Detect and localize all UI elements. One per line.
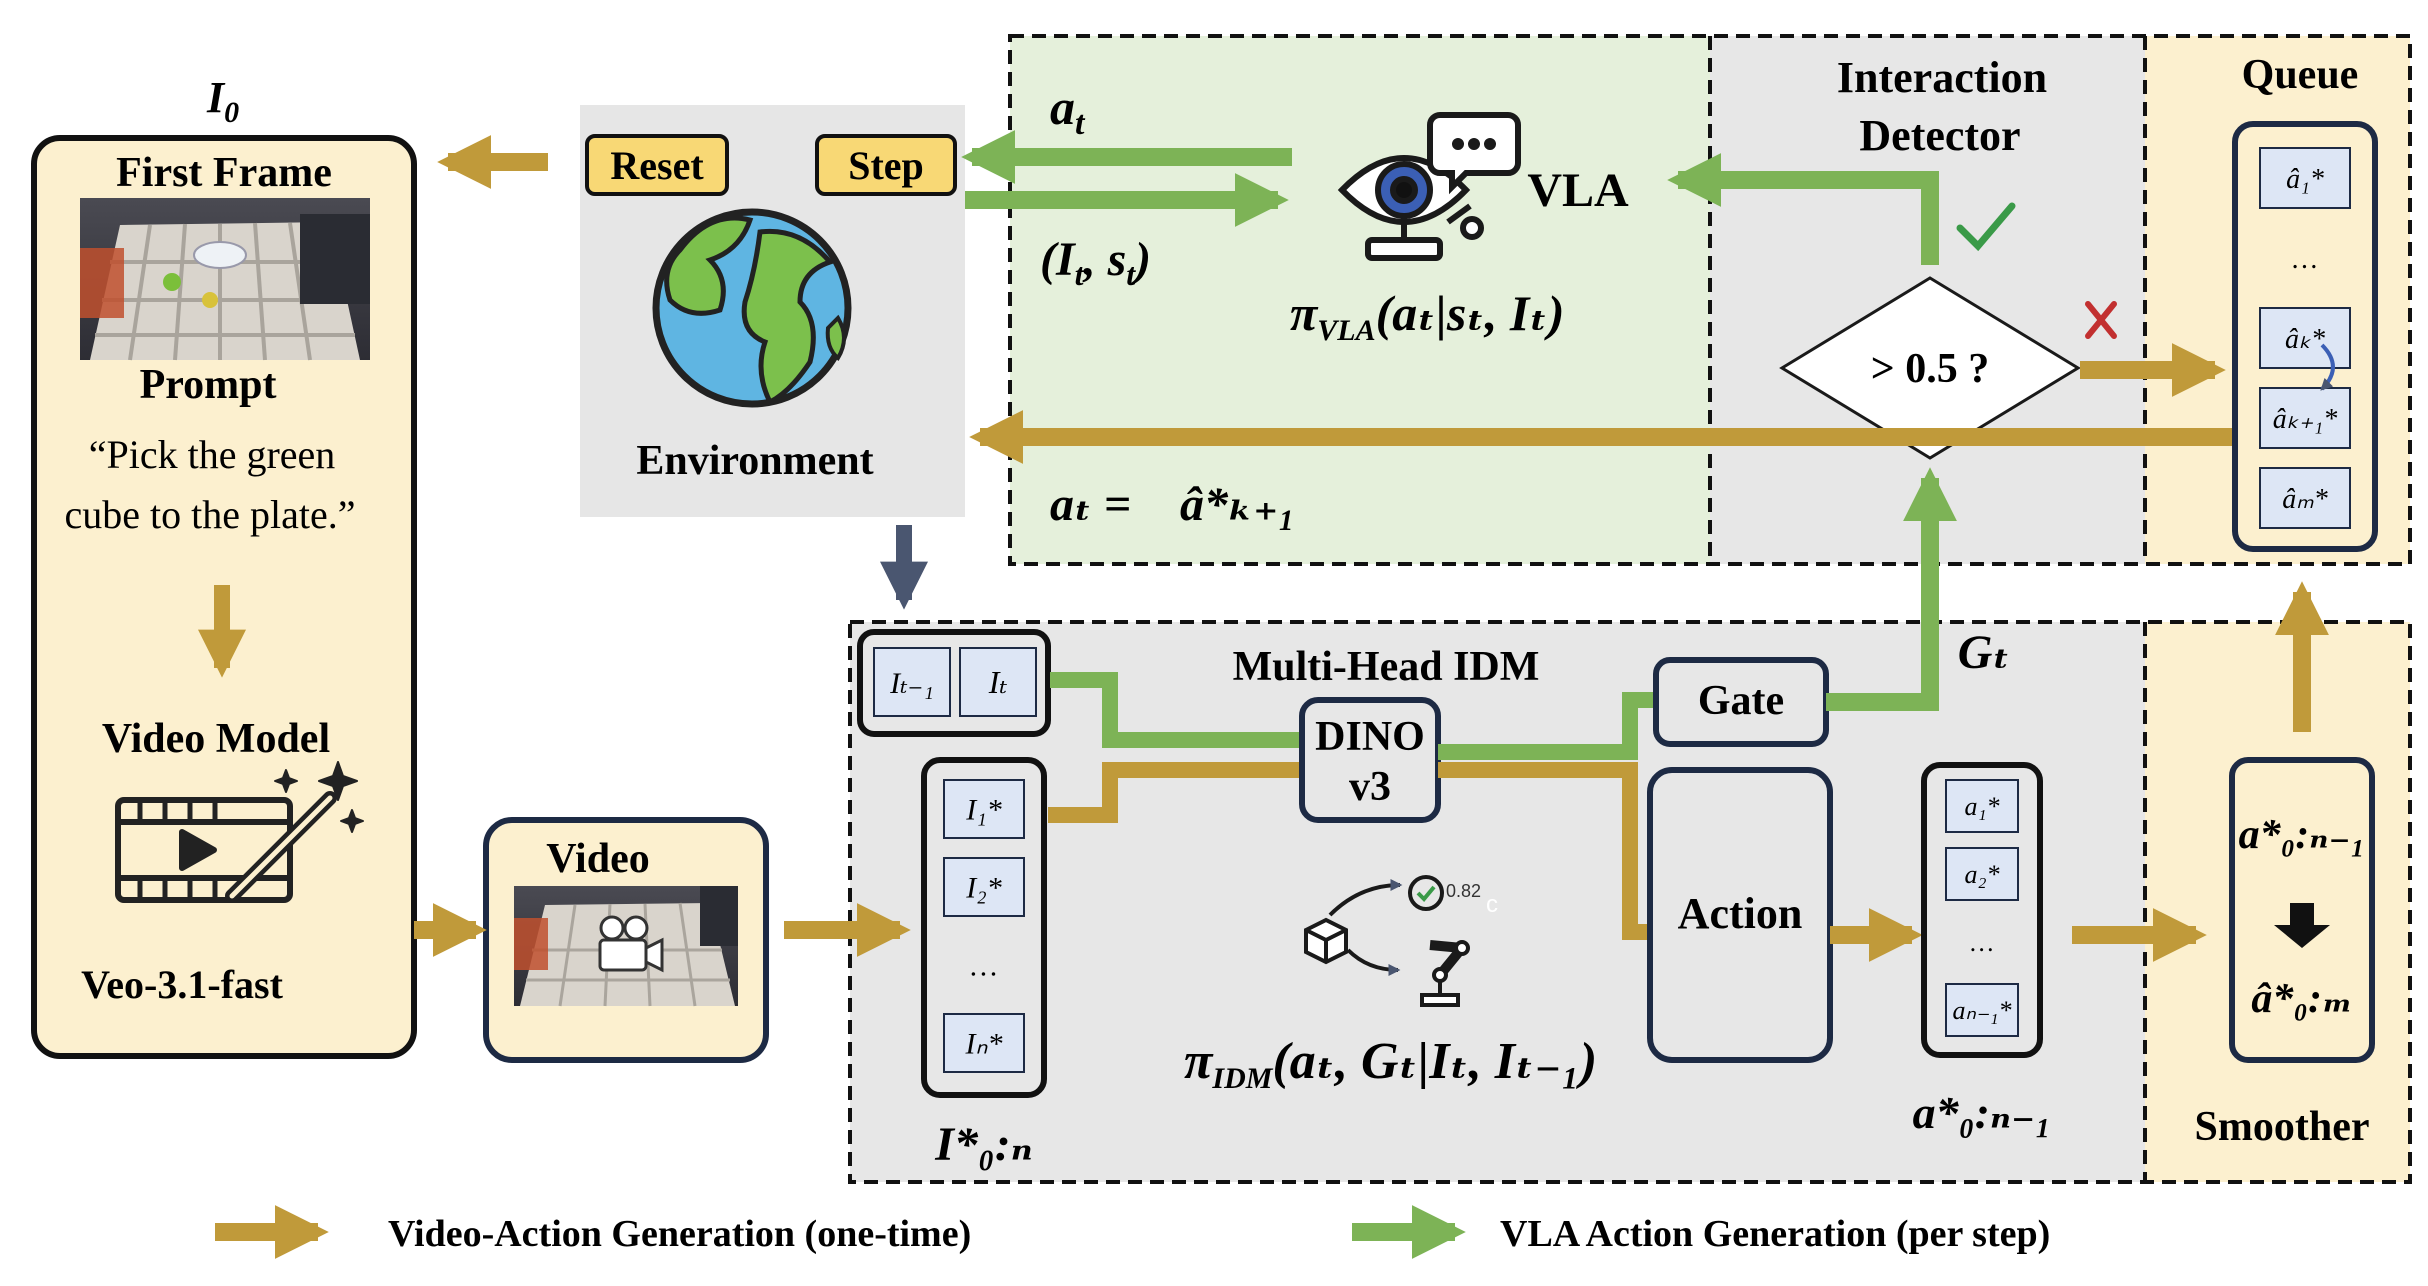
queue-items: â₁* … âₖ* âₖ₊₁* âₘ* bbox=[2259, 147, 2351, 529]
vla-region bbox=[1010, 36, 1710, 564]
smoother-input: a*₀:ₙ₋₁ bbox=[2239, 812, 2366, 858]
queue-item-cell bbox=[2259, 387, 2351, 449]
legend-green-label: VLA Action Generation (per step) bbox=[1500, 1213, 2050, 1255]
score-label: 0.82 bbox=[1446, 881, 1481, 901]
dino-to-action-arrow bbox=[1438, 762, 1650, 940]
i0-label: I0 bbox=[206, 73, 239, 129]
action-item-label: a₁* bbox=[1964, 792, 1999, 821]
queue-item-cell bbox=[2259, 307, 2351, 369]
first-frame-title: First Frame bbox=[116, 150, 332, 196]
smoother-output: â*₀:ₘ bbox=[2251, 976, 2352, 1022]
frame-item-cell bbox=[943, 857, 1025, 917]
vla-eye-robot-icon bbox=[1337, 112, 1521, 261]
queue-item-label: … bbox=[2293, 244, 2318, 275]
vla-label: VLA bbox=[1527, 164, 1629, 217]
robot-arm-icon bbox=[1304, 875, 1470, 1007]
interaction-title-1: Interaction bbox=[1837, 53, 2047, 102]
frame-cur-label: Iₜ bbox=[988, 664, 1008, 700]
at-label: at bbox=[1050, 79, 1086, 142]
smoother-title: Smoother bbox=[2195, 1104, 2370, 1150]
reset-button bbox=[585, 134, 729, 196]
smoother-down-arrow bbox=[2274, 903, 2330, 948]
action-item-label: aₙ₋₁* bbox=[1952, 996, 2011, 1025]
step-label: Step bbox=[848, 143, 924, 188]
frame-item-label: Iₙ* bbox=[965, 1028, 1003, 1061]
actions-label: a*₀:ₙ₋₁ bbox=[1913, 1087, 2052, 1138]
threshold-label: > 0.5 ? bbox=[1871, 346, 1989, 392]
gt-label: Gₜ bbox=[1958, 626, 2010, 679]
gate-label: Gate bbox=[1698, 678, 1784, 724]
frame-item-label: I₂* bbox=[965, 872, 1001, 905]
action-item-cell bbox=[1945, 847, 2019, 901]
pi-vla-formula: πVLA(aₜ|sₜ, Iₜ) bbox=[1290, 285, 1564, 347]
idm-title: Multi-Head IDM bbox=[1233, 644, 1540, 690]
action-item-cell bbox=[1945, 779, 2019, 833]
queue-item-label: âₖ* bbox=[2285, 324, 2325, 355]
frames-to-dino-gold bbox=[1048, 762, 1302, 823]
video-camera-icon bbox=[598, 915, 664, 973]
action-item-label: … bbox=[1970, 928, 1993, 957]
at-eq-label: aₜ = bbox=[1050, 478, 1131, 531]
generated-frame-items: I₁* I₂* … Iₙ* bbox=[943, 779, 1025, 1073]
reset-label: Reset bbox=[610, 143, 704, 188]
frame-item-label: … bbox=[971, 950, 998, 983]
frame-prev-label: Iₜ₋₁ bbox=[889, 667, 934, 700]
detector-to-vla-arrow bbox=[1667, 153, 1939, 265]
dino-to-gate-arrow bbox=[1438, 692, 1660, 760]
cross-icon bbox=[2085, 301, 2117, 339]
action-label: Action bbox=[1678, 889, 1803, 938]
veo-label: Veo-3.1-fast bbox=[81, 962, 283, 1007]
generated-frames-box bbox=[921, 757, 1047, 1098]
interaction-title-2: Detector bbox=[1859, 111, 2020, 160]
frame-item-cell bbox=[943, 779, 1025, 839]
action-outputs-box bbox=[1921, 762, 2043, 1058]
video-label: Video bbox=[546, 836, 649, 882]
score-c-label: c bbox=[1486, 891, 1498, 918]
step-button bbox=[815, 134, 957, 196]
dino-label-1: DINO bbox=[1315, 714, 1425, 760]
action-head-box bbox=[1647, 767, 1833, 1063]
queue-item-cell bbox=[2259, 147, 2351, 209]
queue-item-label: âₘ* bbox=[2282, 484, 2327, 515]
queue-item-label: âₖ₊₁* bbox=[2273, 404, 2337, 435]
bottom-dashed-frame bbox=[848, 620, 2412, 1184]
frames-to-dino-green bbox=[1050, 672, 1302, 748]
prompt-line-1: “Pick the green bbox=[89, 432, 336, 477]
dino-label-2: v3 bbox=[1349, 764, 1391, 810]
action-output-items: a₁* a₂* … aₙ₋₁* bbox=[1945, 779, 2019, 1037]
queue-pointer-arrow bbox=[2320, 343, 2335, 391]
frame-prev-cell bbox=[873, 647, 951, 717]
obs-label: (It, st) bbox=[1040, 233, 1151, 292]
prompt-line-2: cube to the plate.” bbox=[65, 492, 356, 537]
pi-idm-formula: πIDM(aₜ, Gₜ|Iₜ, Iₜ₋₁) bbox=[1184, 1033, 1597, 1095]
top-dashed-frame bbox=[1008, 34, 2412, 566]
gate-to-detector-arrow bbox=[1826, 467, 1957, 711]
environment-label: Environment bbox=[636, 438, 873, 484]
prompt-title: Prompt bbox=[140, 362, 277, 408]
earth-globe-icon bbox=[652, 208, 852, 408]
frames-label: I*₀:ₙ bbox=[934, 1118, 1032, 1171]
frame-cur-cell bbox=[959, 647, 1037, 717]
at-eq-rhs: â*ₖ₊₁ bbox=[1180, 478, 1295, 531]
checkmark-icon bbox=[1956, 202, 2016, 252]
legend-gold-label: Video-Action Generation (one-time) bbox=[388, 1213, 971, 1255]
first-frame-image bbox=[80, 198, 370, 361]
frame-item-cell bbox=[943, 1013, 1025, 1073]
queue-item-cell bbox=[2259, 467, 2351, 529]
queue-item-label: â₁* bbox=[2286, 164, 2324, 195]
video-model-title: Video Model bbox=[102, 716, 330, 762]
action-item-label: a₂* bbox=[1964, 860, 1999, 889]
frame-item-label: I₁* bbox=[965, 794, 1001, 827]
action-item-cell bbox=[1945, 983, 2019, 1037]
queue-title: Queue bbox=[2242, 52, 2359, 98]
threshold-diamond bbox=[1779, 276, 2081, 460]
video-frame-image bbox=[514, 886, 738, 1007]
magic-video-icon bbox=[115, 761, 364, 903]
